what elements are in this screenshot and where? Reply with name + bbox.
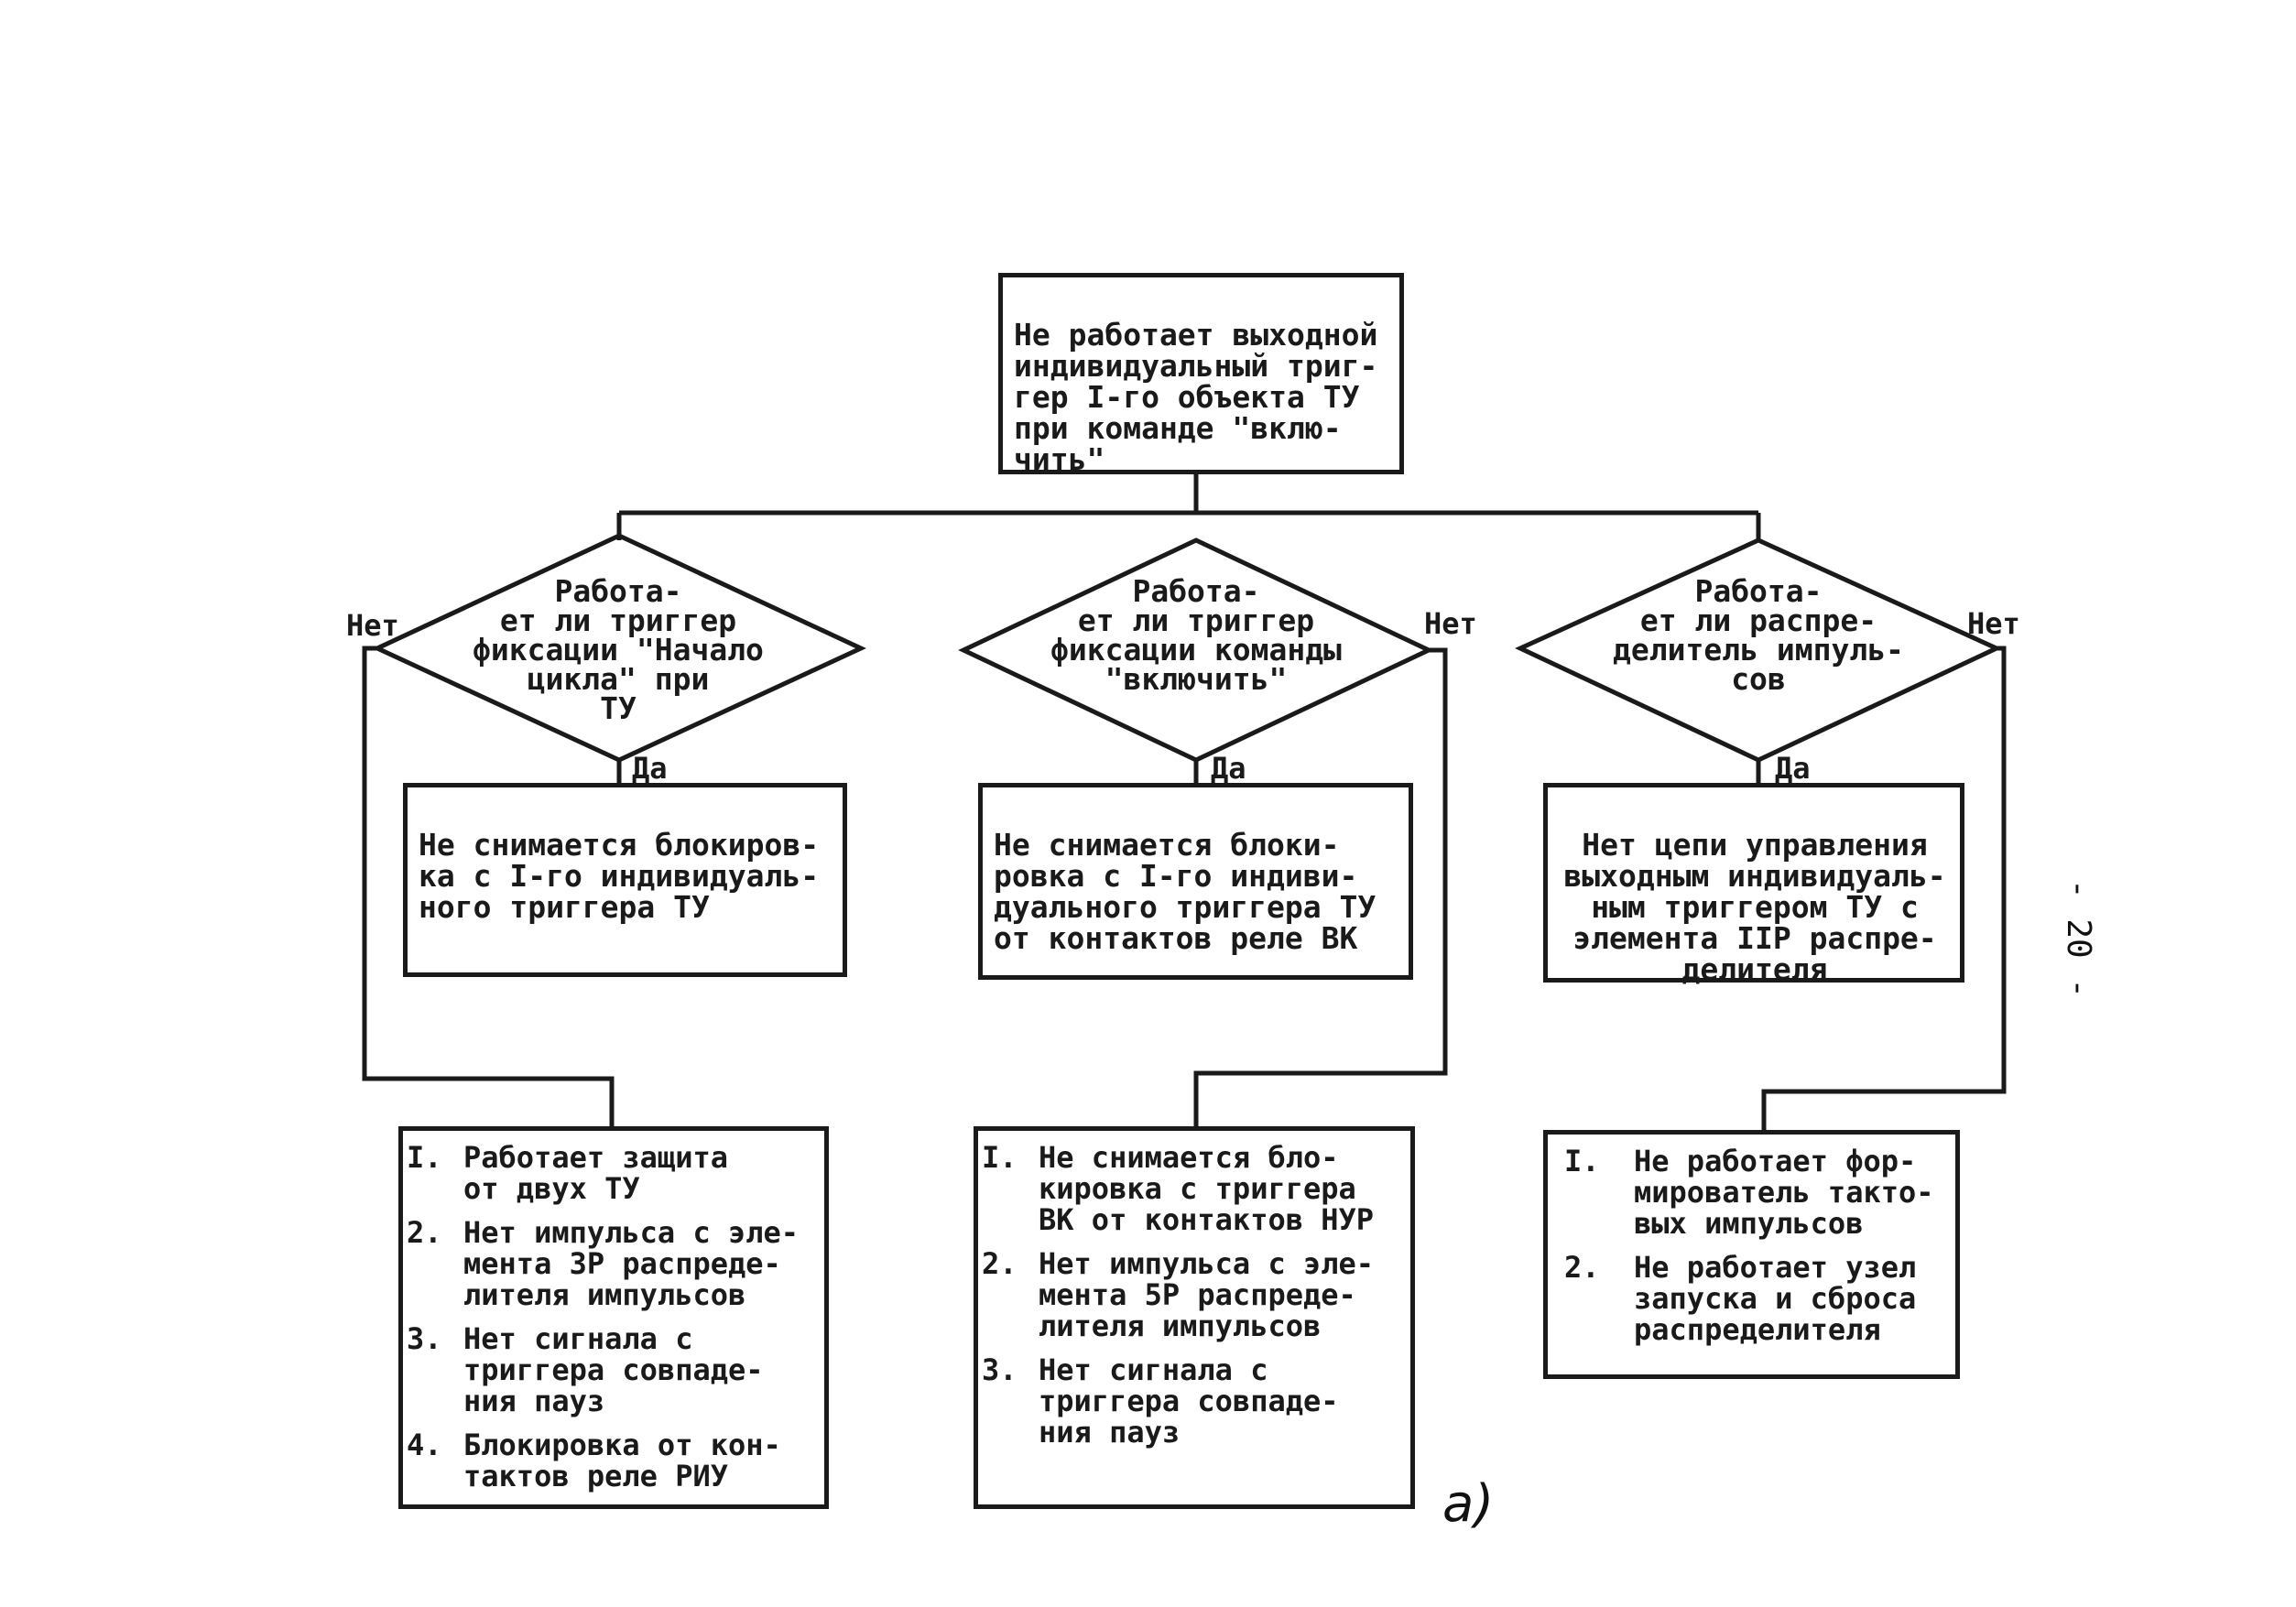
yes-box-3-text: Нет цепи управления выходным индивидуаль… [1563,827,1946,987]
list-item-number: 2. [982,1246,1017,1281]
list-item-text: Работает защита от двух ТУ [463,1140,728,1206]
no-path-3 [1761,646,2007,1132]
yes-box-1: Не снимается блокиров- ка с I-го индивид… [403,783,847,977]
decision-2-no-label: Нет [1424,606,1477,641]
list-item-text: Не работает фор- мирователь такто- вых и… [1634,1144,1934,1241]
list-item-number: 4. [407,1428,442,1462]
list-item-text: Нет импульса с эле- мента 5Р распреде- л… [1039,1246,1375,1343]
decision-1-text: Работа- ет ли триггер фиксации "Начало ц… [473,573,764,726]
root-box: Не работает выходной индивидуальный триг… [998,273,1404,477]
decision-1-no-label: Нет [346,608,399,643]
list-item: 2. Нет импульса с эле- мента 3Р распреде-… [403,1217,817,1310]
list-item-number: I. [407,1140,442,1175]
no-box-2: I. Не снимается бло- кировка с триггера В… [974,1126,1415,1509]
figure-label: а) [1442,1474,1495,1534]
list-item-number: 3. [982,1352,1017,1387]
no-box-1: I. Работает защита от двух ТУ 2. Нет импул… [398,1126,829,1509]
yes-box-2-text: Не снимается блоки- ровка с I-го индиви-… [994,827,1377,956]
list-item: 2. Нет импульса с эле- мента 5Р распреде-… [978,1248,1403,1341]
no-box-3: I. Не работает фор- мирователь такто- вых… [1543,1130,1960,1379]
no-box-3-list: I. Не работает фор- мирователь такто- вых… [1548,1146,1948,1345]
page-number: - 20 - [2060,879,2097,999]
list-item: 4. Блокировка от кон- тактов реле РИУ [403,1429,817,1492]
decision-1-yes-label: Да [632,751,668,786]
list-item-text: Нет сигнала с триггера совпаде- ния пауз [463,1321,764,1418]
no-path-2 [1193,647,1448,1128]
list-item-number: 2. [1564,1250,1600,1285]
list-item-number: 2. [407,1215,442,1250]
list-item: 2. Не работает узел запуска и сброса расп… [1548,1252,1948,1345]
yes-box-2: Не снимается блоки- ровка с I-го индиви-… [978,783,1413,980]
root-text: Не работает выходной индивидуальный триг… [1014,317,1378,477]
list-item-number: 3. [407,1321,442,1356]
list-item: I. Не снимается бло- кировка с триггера В… [978,1142,1403,1235]
no-box-1-list: I. Работает защита от двух ТУ 2. Нет импул… [403,1142,817,1492]
list-item: I. Работает защита от двух ТУ [403,1142,817,1204]
decision-3-text: Работа- ет ли распре- делитель импуль- с… [1613,573,1904,697]
list-item-text: Нет импульса с эле- мента 3Р распреде- л… [463,1215,800,1312]
decision-2-yes-label: Да [1211,751,1246,786]
yes-box-3: Нет цепи управления выходным индивидуаль… [1543,783,1964,985]
decision-3-yes-label: Да [1775,751,1811,786]
yes-box-1-text: Не снимается блокиров- ка с I-го индивид… [419,827,820,925]
no-box-2-list: I. Не снимается бло- кировка с триггера В… [978,1142,1403,1448]
decision-3-no-label: Нет [1967,606,2020,641]
list-item: 3. Нет сигнала с триггера совпаде- ния па… [403,1323,817,1417]
list-item-text: Нет сигнала с триггера совпаде- ния пауз [1039,1352,1339,1450]
list-item-text: Не работает узел запуска и сброса распре… [1634,1250,1917,1347]
list-item-text: Блокировка от кон- тактов реле РИУ [463,1428,781,1493]
no-path-1 [362,646,615,1128]
list-item-number: I. [1564,1144,1600,1178]
list-item-number: I. [982,1140,1017,1175]
list-item-text: Не снимается бло- кировка с триггера ВК … [1039,1140,1375,1237]
decision-2-text: Работа- ет ли триггер фиксации команды "… [1050,573,1342,697]
list-item: I. Не работает фор- мирователь такто- вых… [1548,1146,1948,1239]
list-item: 3. Нет сигнала с триггера совпаде- ния па… [978,1354,1403,1448]
